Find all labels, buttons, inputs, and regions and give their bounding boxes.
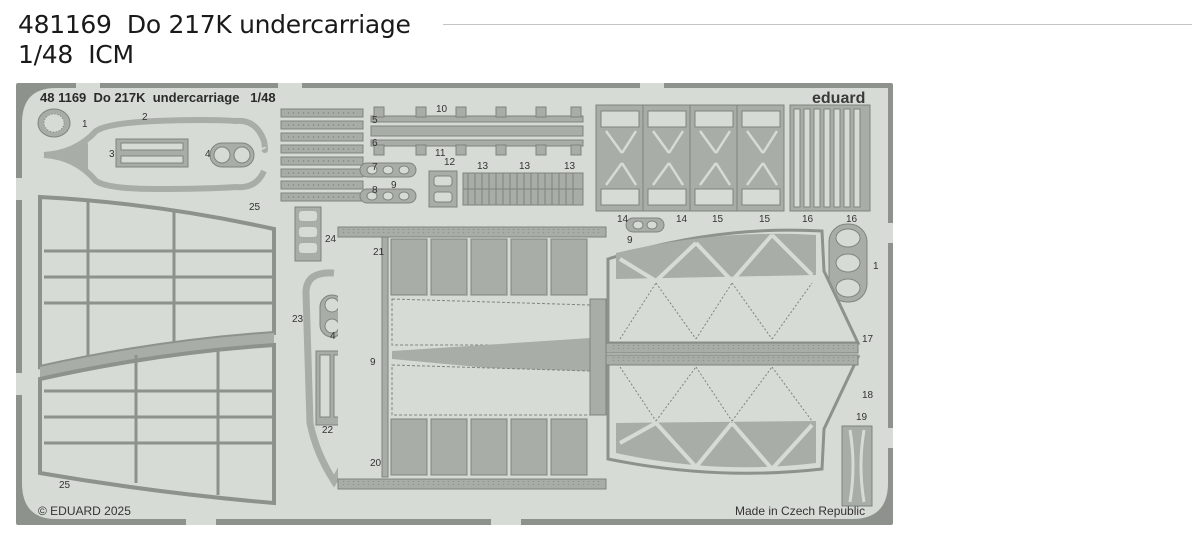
part-label: 1 — [82, 119, 88, 130]
part-label: 13 — [519, 161, 531, 172]
part-19 — [841, 425, 873, 507]
part-label: 22 — [322, 425, 334, 436]
part-label: 16 — [802, 214, 814, 225]
part-label: 14 — [676, 214, 688, 225]
part-label: 14 — [617, 214, 629, 225]
part-label: 20 — [370, 458, 382, 469]
part-label: 4 — [330, 331, 336, 342]
copyright-text: © EDUARD 2025 — [38, 504, 131, 518]
part-label: 23 — [292, 314, 304, 325]
part-label: 15 — [712, 214, 724, 225]
part-label: 5 — [372, 115, 378, 126]
part-9-loops — [359, 162, 417, 204]
part-24 — [294, 206, 322, 262]
part-25-door-lower — [38, 342, 276, 506]
part-label: 21 — [373, 247, 385, 258]
part-4-rings — [209, 142, 255, 168]
photo-etch-fret: 48 1169 Do 217K undercarriage 1/48 eduar… — [16, 83, 893, 525]
part-label: 10 — [436, 104, 448, 115]
parts-20-21-bay — [337, 226, 607, 490]
part-12 — [428, 170, 458, 208]
parts-14-15-frames — [595, 104, 785, 212]
part-label: 13 — [477, 161, 489, 172]
part-label: 9 — [627, 235, 633, 246]
part-label: 8 — [372, 185, 378, 196]
part-label: 2 — [142, 112, 148, 123]
part-label: 6 — [372, 138, 378, 149]
part-label: 4 — [205, 149, 211, 160]
parts-10-11-bars — [370, 106, 584, 156]
part-label: 13 — [564, 161, 576, 172]
part-label: 24 — [325, 234, 337, 245]
part-label: 11 — [435, 148, 446, 159]
part-label: 18 — [862, 390, 874, 401]
part-label: 17 — [862, 334, 874, 345]
part-16-slats — [789, 104, 871, 212]
part-17-truss — [605, 228, 861, 354]
product-title-line-2: 1/48 ICM — [18, 40, 134, 69]
origin-text: Made in Czech Republic — [735, 504, 865, 518]
product-title-line-1: 481169 Do 217K undercarriage — [18, 10, 411, 39]
part-18-truss — [605, 354, 861, 475]
eduard-logo: eduard — [812, 90, 865, 107]
part-label: 25 — [249, 202, 261, 213]
part-label: 7 — [372, 162, 378, 173]
part-label: 9 — [370, 357, 376, 368]
part-label: 1 — [873, 261, 879, 272]
part-1-triple-ring — [828, 223, 868, 303]
part-label: 9 — [391, 180, 397, 191]
part-label: 3 — [109, 149, 115, 160]
part-9-small-loop — [625, 217, 665, 233]
part-label: 16 — [846, 214, 858, 225]
part-label: 25 — [59, 480, 71, 491]
part-label: 12 — [444, 157, 456, 168]
part-2-strap — [43, 117, 268, 193]
parts-5-8-strips — [278, 107, 364, 202]
title-divider — [443, 24, 1192, 25]
part-13-comb — [462, 172, 584, 206]
part-3-strip — [115, 138, 189, 168]
product-title: 481169 Do 217K undercarriage 1/48 ICM — [18, 10, 411, 70]
fret-caption: 48 1169 Do 217K undercarriage 1/48 — [40, 90, 276, 105]
part-1-ring — [37, 108, 71, 138]
part-label: 19 — [856, 412, 868, 423]
part-label: 15 — [759, 214, 771, 225]
